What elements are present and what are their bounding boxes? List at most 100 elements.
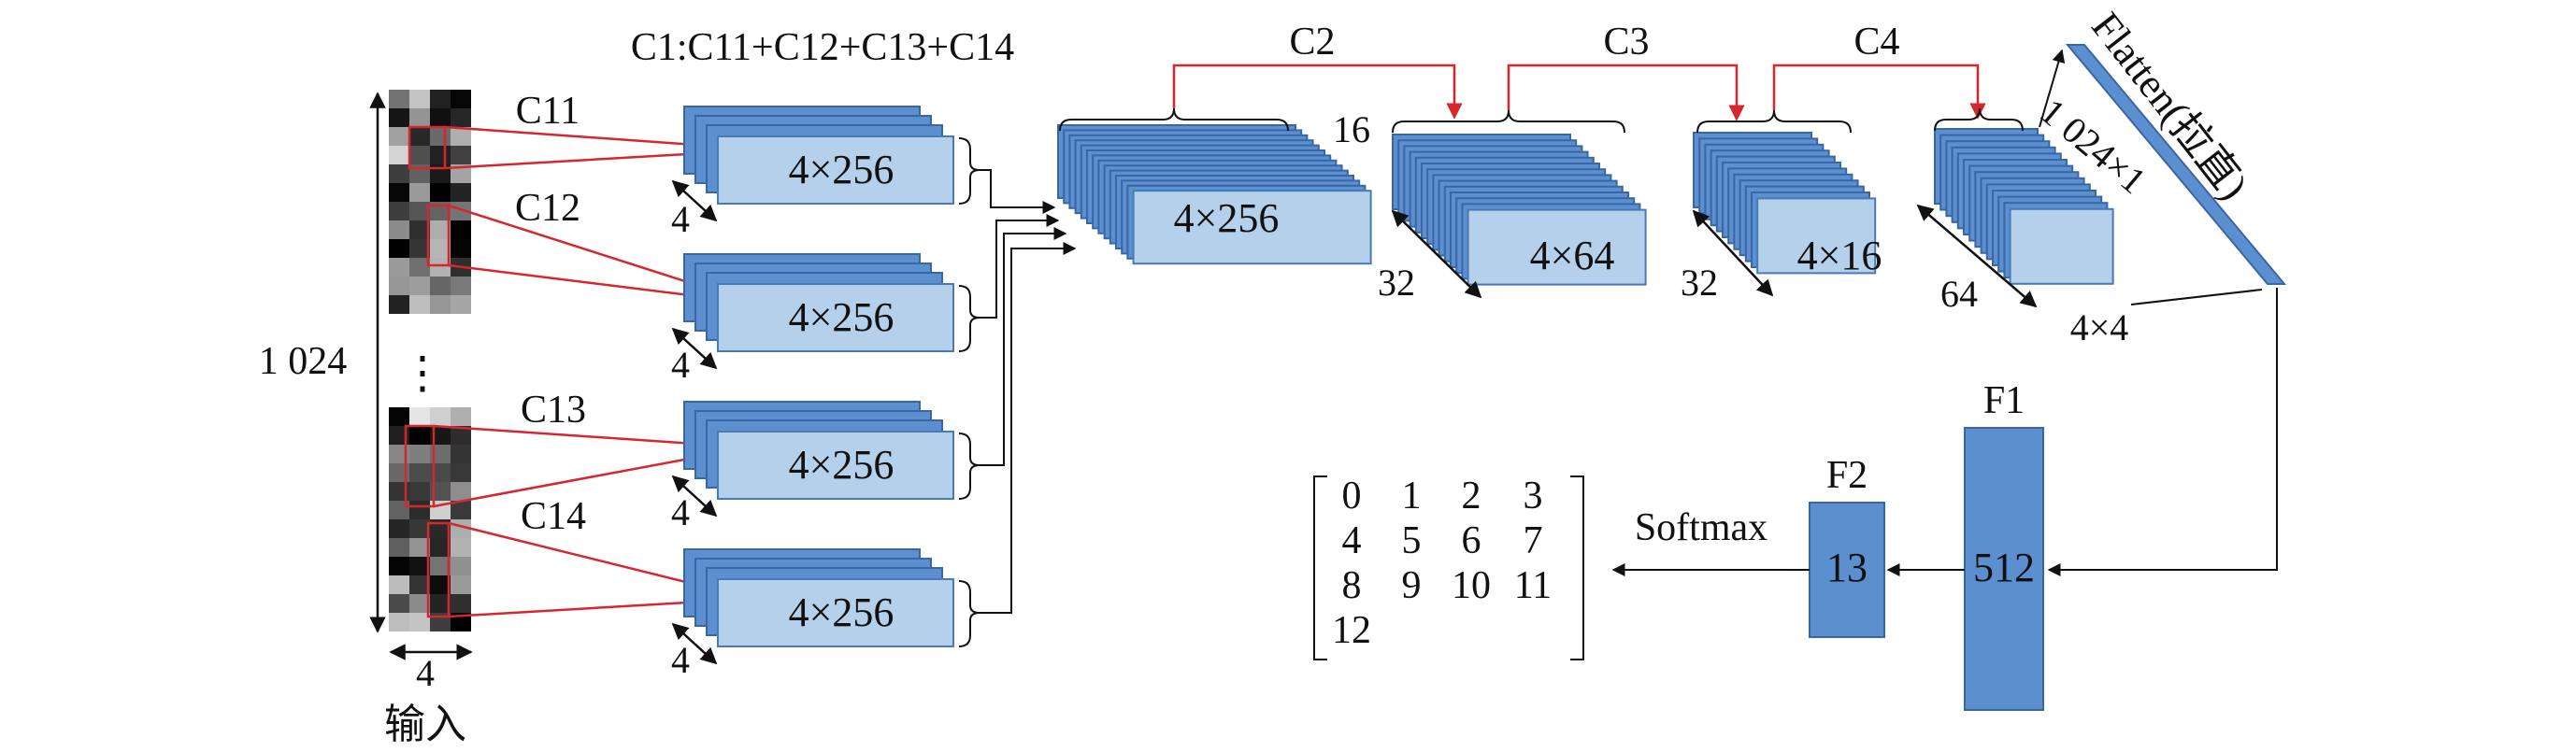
input-bot-pixel	[430, 445, 451, 463]
c14-depth-label: 4	[671, 639, 690, 681]
input-top-pixel	[389, 183, 409, 202]
input-top-pixel	[389, 108, 409, 127]
f1-label: F1	[1983, 379, 2025, 422]
input-image-bottom	[389, 407, 471, 631]
c13-size-label: 4×256	[789, 442, 894, 488]
c13-stack: 4×256 4	[671, 401, 954, 533]
input-height-label: 1 024	[259, 340, 348, 383]
c2-stack: 4×64 32	[1378, 109, 1647, 304]
input-bot-pixel	[430, 538, 451, 557]
input-top-pixel	[409, 239, 430, 258]
input-bot-pixel	[409, 575, 430, 594]
input-bot-pixel	[430, 575, 451, 594]
input-bot-pixel	[451, 557, 471, 575]
matrix-cell: 2	[1462, 475, 1481, 518]
c11-selection-box	[408, 125, 447, 170]
c1-branch-labels: C11 C12 C13 C14	[515, 90, 586, 538]
matrix-right-bracket	[1570, 475, 1584, 660]
input-bot-pixel	[409, 426, 430, 445]
input-top-pixel	[430, 108, 451, 127]
matrix-cell: 1	[1402, 475, 1422, 518]
input-bot-pixel	[451, 594, 471, 613]
input-top-pixel	[430, 220, 451, 239]
c14-front-map	[717, 578, 954, 647]
c3-connector	[1507, 64, 1745, 121]
c3-size-label: 4×16	[1797, 233, 1882, 278]
c14-size-label: 4×256	[789, 589, 894, 635]
c12-stack: 4×256 4	[671, 253, 954, 386]
input-top-pixel	[430, 295, 451, 314]
input-bot-pixel	[409, 407, 430, 426]
c11-depth-label: 4	[671, 198, 690, 240]
input-top-pixel	[451, 202, 471, 220]
c1-combined-front-map	[1132, 190, 1372, 265]
input-bot-pixel	[389, 557, 409, 575]
input-group: ⋮ 1 024 4 输入	[259, 90, 473, 747]
input-top-pixel	[389, 127, 409, 146]
c1-combined-size-label: 4×256	[1174, 195, 1280, 241]
input-top-pixel	[409, 90, 430, 108]
f2-units-label: 13	[1826, 545, 1868, 590]
input-bot-pixel	[430, 463, 451, 482]
f1-layer: F1 512	[1964, 379, 2044, 711]
c4-connector	[1772, 64, 1986, 120]
input-bot-pixel	[389, 501, 409, 519]
c1-merge-arrows	[958, 137, 1077, 647]
input-bot-pixel	[430, 407, 451, 426]
c12-selection-box	[426, 204, 451, 267]
c4-depth-label: 64	[1940, 273, 1978, 315]
c4-stack: 4×4 64	[1916, 107, 2128, 348]
flatten-to-f1-arrow	[2047, 288, 2278, 576]
input-width-label: 4	[416, 652, 435, 694]
input-bot-pixel	[409, 501, 430, 519]
input-top-pixel	[409, 220, 430, 239]
c2-label: C2	[1289, 21, 1335, 64]
c2-front-map	[1467, 208, 1647, 286]
c1-combined-stack: 4×256 16	[1057, 107, 1372, 265]
input-bot-pixel	[389, 407, 409, 426]
input-bot-pixel	[451, 538, 471, 557]
input-bot-pixel	[389, 426, 409, 445]
input-top-pixel	[451, 108, 471, 127]
c13-front-map	[717, 431, 954, 500]
matrix-cell: 8	[1342, 564, 1362, 607]
c2-maps	[1392, 134, 1647, 286]
c1-formula-label: C1:C11+C12+C13+C14	[631, 26, 1014, 69]
matrix-cell: 7	[1524, 519, 1543, 562]
f2-layer: F2 13	[1809, 454, 1885, 638]
input-top-pixel	[430, 183, 451, 202]
input-bot-pixel	[409, 519, 430, 538]
input-top-pixel	[389, 295, 409, 314]
c4-brace	[1934, 107, 2024, 132]
c3-label: C3	[1603, 21, 1649, 64]
input-bot-pixel	[451, 501, 471, 519]
input-top-pixel	[451, 164, 471, 183]
input-bot-pixel	[389, 519, 409, 538]
matrix-cell: 9	[1402, 564, 1422, 607]
input-caption: 输入	[384, 702, 466, 747]
matrix-cell: 11	[1514, 564, 1552, 607]
c2-connector	[1172, 64, 1463, 120]
input-bot-pixel	[389, 463, 409, 482]
c12-depth-label: 4	[671, 344, 690, 386]
input-bot-pixel	[409, 463, 430, 482]
input-top-pixel	[389, 90, 409, 108]
c2-size-label: 4×64	[1530, 233, 1615, 278]
c12-label: C12	[515, 187, 580, 230]
c13-label: C13	[521, 389, 586, 432]
matrix-cell: 0	[1342, 475, 1362, 518]
input-top-pixel	[389, 164, 409, 183]
input-top-pixel	[409, 202, 430, 220]
input-bot-pixel	[451, 613, 471, 631]
input-top-pixel	[430, 146, 451, 164]
input-bot-pixel	[409, 557, 430, 575]
c4-label: C4	[1853, 21, 1899, 64]
softmax-label: Softmax	[1635, 506, 1767, 549]
f1-block	[1964, 427, 2044, 711]
input-image-top	[389, 90, 471, 314]
c11-stack: 4×256 4	[671, 106, 954, 240]
input-top-pixel	[430, 127, 451, 146]
input-top-pixel	[409, 295, 430, 314]
input-top-pixel	[451, 220, 471, 239]
